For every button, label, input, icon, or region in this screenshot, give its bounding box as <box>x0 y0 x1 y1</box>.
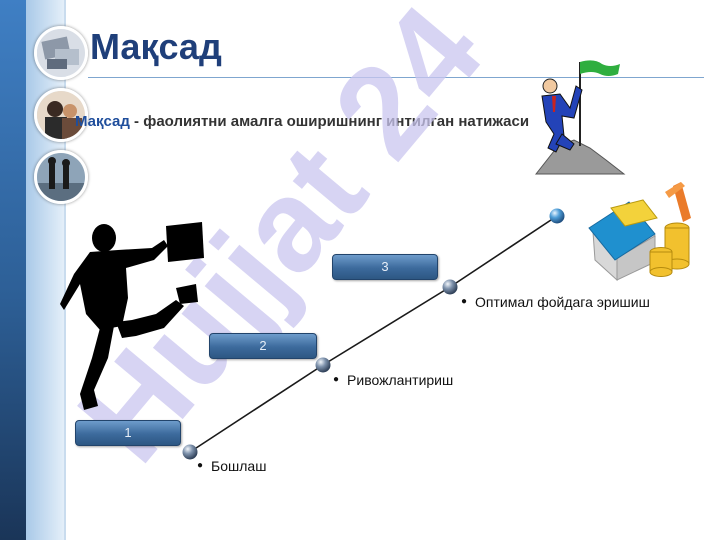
page-title: Мақсад <box>90 26 222 67</box>
bullet-icon: ● <box>461 296 468 307</box>
step-box-3: 3 <box>332 254 438 280</box>
business-people-icon <box>34 88 88 142</box>
bullet-icon: ● <box>197 460 204 471</box>
money-house-icon <box>588 182 691 282</box>
node-3 <box>442 279 458 295</box>
summit-flag-icon <box>534 60 626 175</box>
node-1 <box>182 444 198 460</box>
bullet-icon: ● <box>333 374 340 385</box>
node-goal <box>549 208 565 224</box>
step-label-1-text: Бошлаш <box>211 458 267 474</box>
definition-body: - фаолиятни амалга оширишнинг интилган н… <box>129 113 530 130</box>
business-collage-icon <box>34 26 88 80</box>
step-box-1: 1 <box>75 420 181 446</box>
step-label-2-text: Ривожлантириш <box>347 372 454 388</box>
node-2 <box>315 357 331 373</box>
walking-people-icon <box>34 150 88 204</box>
step-label-2: ● Ривожлантириш <box>333 372 453 388</box>
step-box-2: 2 <box>209 333 317 359</box>
leaping-businessman-icon <box>60 222 204 410</box>
progress-line <box>189 215 558 453</box>
sidebar <box>0 0 26 540</box>
step-label-3-text: Оптимал фойдага эришиш <box>475 294 650 310</box>
title-underline <box>88 77 704 78</box>
definition-text: Мақсад - фаолиятни амалга оширишнинг инт… <box>64 111 540 132</box>
sidebar-edge-line <box>64 0 66 540</box>
step-label-1: ● Бошлаш <box>197 458 266 474</box>
step-label-3: ● Оптимал фойдага эришиш <box>461 294 650 310</box>
definition-term: Мақсад <box>74 113 130 130</box>
